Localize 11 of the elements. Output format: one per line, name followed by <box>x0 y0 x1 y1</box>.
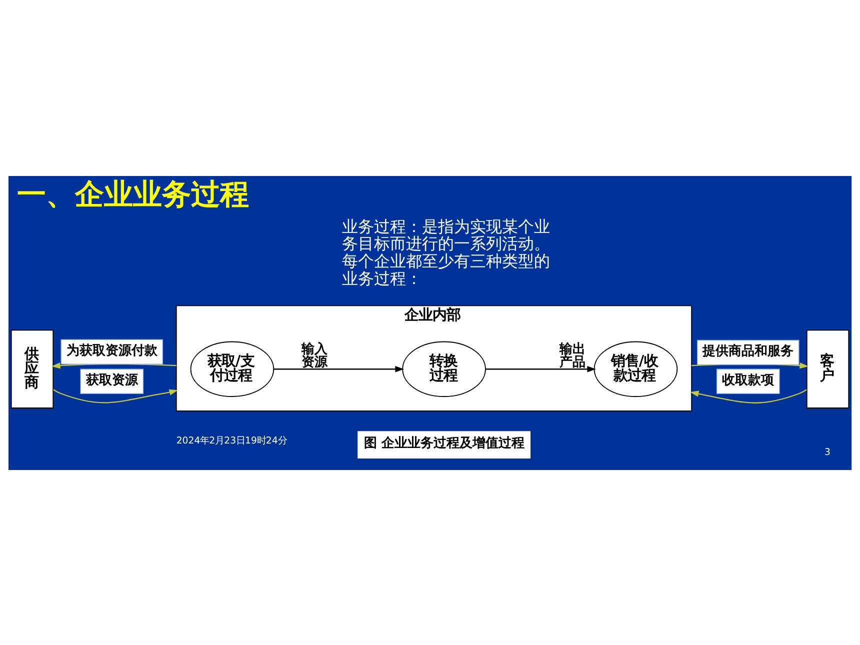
label: 3 <box>824 446 830 458</box>
diagram-title: 一、企业业务过程 <box>17 176 250 211</box>
caption: 图 企业业务过程及增值过程 <box>364 436 525 451</box>
edge-label: 获取资源 <box>86 372 138 388</box>
edge-label: 为获取资源付款 <box>66 342 158 358</box>
edge-label: 提供商品和服务 <box>702 343 794 358</box>
edge-label: 收取款项 <box>722 372 774 388</box>
label: 业务过程：是指为实现某个业务目标而进行的一系列活动。每个企业都至少有三种类型的业务过程： <box>342 216 550 288</box>
edge-label: 输入资源 <box>302 341 328 370</box>
edge-label: 输出产品 <box>560 341 586 370</box>
label: 2024年2月23日19时24分 <box>176 435 287 446</box>
